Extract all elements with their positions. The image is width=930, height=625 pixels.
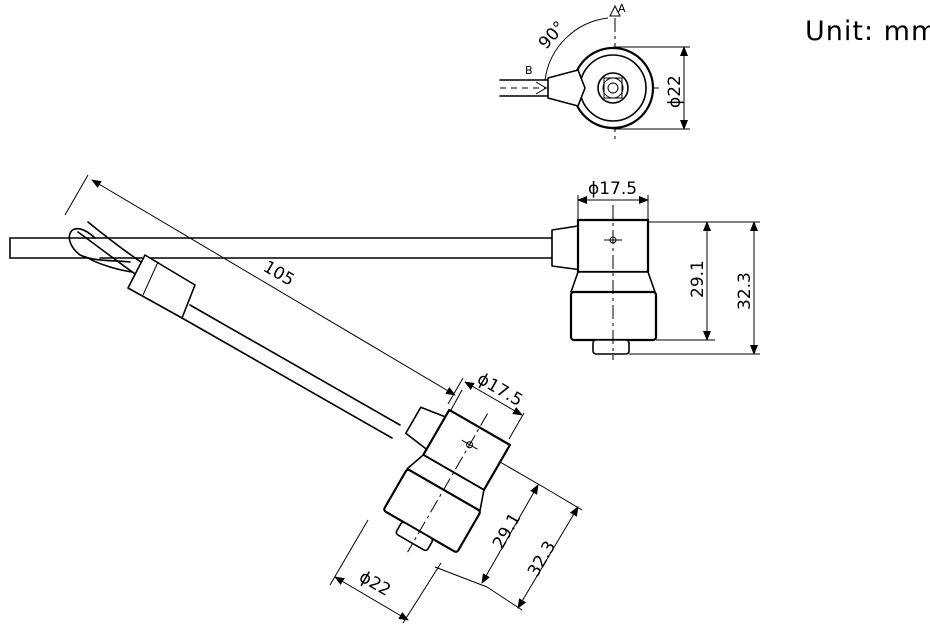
side-width-label: ϕ17.5: [588, 179, 637, 199]
cable-length-label: 105: [260, 257, 298, 291]
side-height-inner-label: 29.1: [688, 260, 708, 298]
angle-label: 90°: [535, 18, 570, 54]
tilted-view: [383, 406, 512, 553]
side-height-outer-label: 32.3: [735, 272, 755, 310]
tilted-width-label: ϕ17.5: [474, 369, 527, 411]
top-diameter-label: ϕ22: [665, 75, 685, 108]
cable: [9, 221, 553, 439]
direction-b-label: B: [525, 64, 533, 77]
tilted-diameter-label: ϕ22: [356, 567, 394, 601]
top-view: A B 90° ϕ22: [499, 2, 690, 140]
direction-a-label: A: [618, 2, 626, 15]
unit-label: Unit: mm: [805, 16, 930, 47]
cable-length-dimension: 105: [64, 174, 463, 431]
side-view: ϕ17.5 29.1 32.3: [551, 179, 760, 360]
tilted-height-outer-label: 32.3: [524, 538, 560, 581]
